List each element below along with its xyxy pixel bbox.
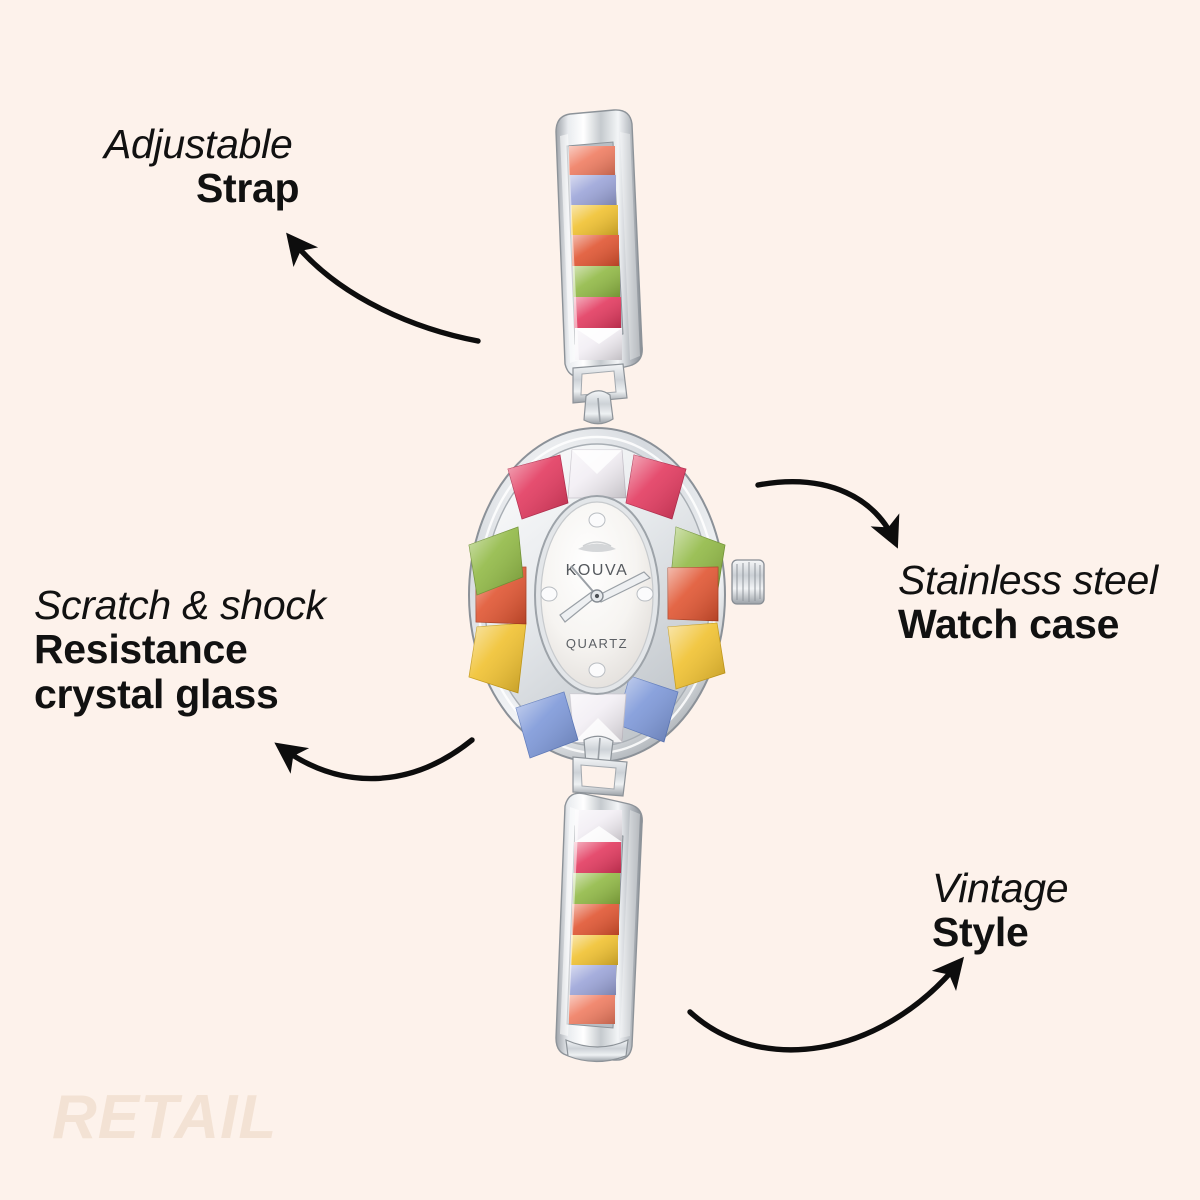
watch-crown (731, 559, 765, 605)
dial-quartz-text: QUARTZ (566, 636, 628, 651)
watch-case: KOUVA QUARTZ (468, 427, 765, 763)
callout-scratch-resistance: Scratch & shock Resistance crystal glass (34, 583, 326, 716)
callout-resistance-light: Scratch & shock (34, 582, 326, 628)
dial-brand-text: KOUVA (566, 562, 629, 579)
callout-strap-bold: Strap (196, 165, 300, 212)
callout-resistance-bold2: crystal glass (34, 670, 279, 717)
callout-resistance-bold: Resistance (34, 626, 248, 673)
watch-strap-top (555, 109, 643, 425)
callout-stainless-steel-case: Stainless steel Watch case (898, 558, 1158, 647)
hour-markers (540, 512, 654, 678)
watch-dial: KOUVA QUARTZ (540, 512, 654, 678)
callout-strap-light: Adjustable (104, 121, 293, 167)
bezel-gems (468, 449, 726, 759)
callout-case-light: Stainless steel (898, 557, 1158, 603)
callout-vintage-light: Vintage (932, 865, 1069, 911)
watermark-text: RETAIL (52, 1083, 278, 1152)
watch-hands (559, 565, 652, 623)
callout-vintage-style: Vintage Style (932, 865, 1069, 956)
watch-strap-bottom (555, 735, 643, 1063)
callout-vintage-bold: Style (932, 909, 1029, 956)
brand-logo-icon (578, 541, 616, 552)
strap-gems-top (569, 146, 622, 360)
callout-adjustable-strap: Adjustable Strap (104, 121, 300, 212)
callout-case-bold: Watch case (898, 601, 1120, 648)
strap-gems-bottom (569, 810, 622, 1024)
